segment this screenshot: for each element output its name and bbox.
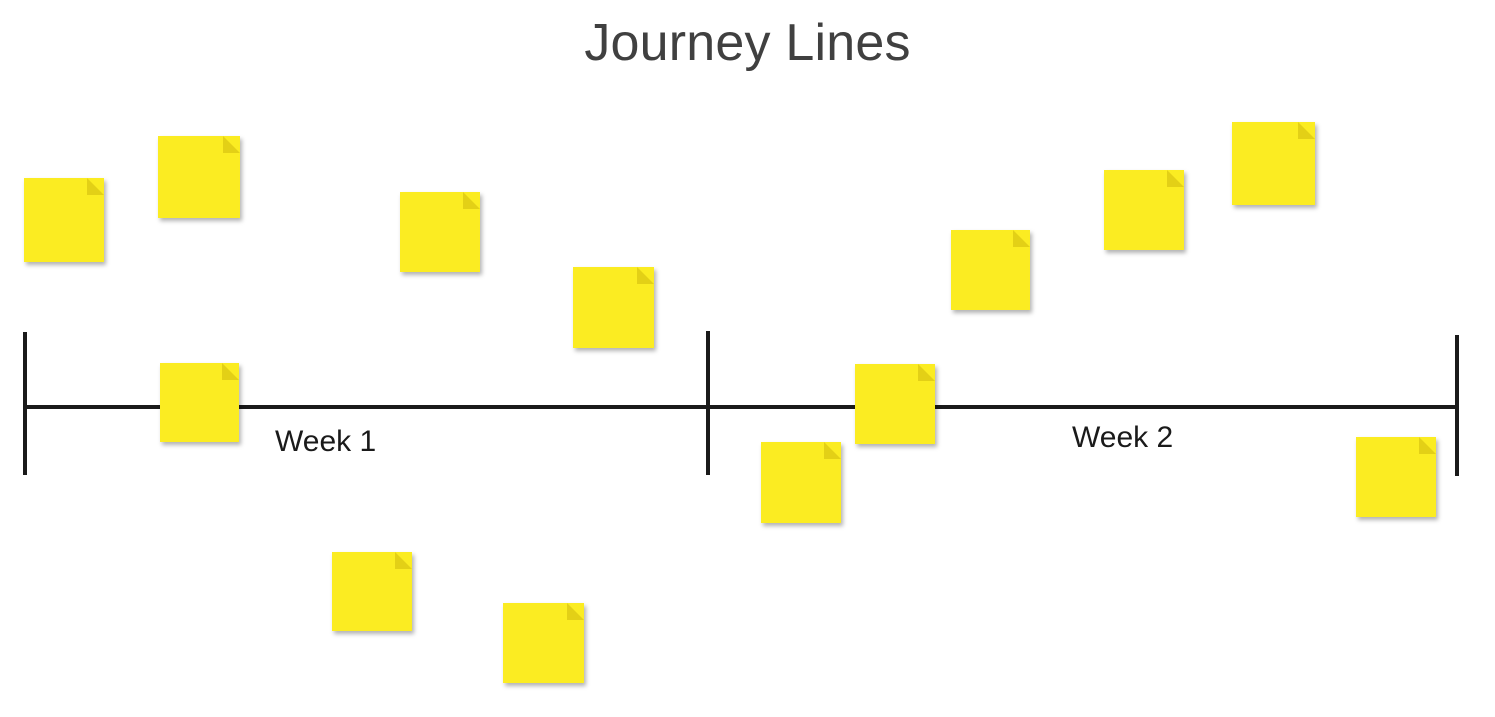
timeline-tick-divider (706, 331, 710, 475)
sticky-note[interactable] (951, 230, 1030, 310)
folded-corner-icon (918, 364, 935, 381)
sticky-note[interactable] (160, 363, 239, 442)
page-title: Journey Lines (584, 14, 911, 72)
folded-corner-icon (1013, 230, 1030, 247)
folded-corner-icon (463, 192, 480, 209)
sticky-note[interactable] (1104, 170, 1184, 250)
folded-corner-icon (1298, 122, 1315, 139)
sticky-note[interactable] (332, 552, 412, 631)
folded-corner-icon (395, 552, 412, 569)
sticky-note[interactable] (761, 442, 841, 523)
folded-corner-icon (223, 136, 240, 153)
folded-corner-icon (1167, 170, 1184, 187)
week-2-label: Week 2 (1072, 421, 1174, 454)
folded-corner-icon (222, 363, 239, 380)
sticky-note[interactable] (503, 603, 584, 683)
timeline-tick-start (23, 332, 27, 475)
folded-corner-icon (637, 267, 654, 284)
sticky-note[interactable] (158, 136, 240, 218)
folded-corner-icon (567, 603, 584, 620)
folded-corner-icon (824, 442, 841, 459)
timeline-axis-line (24, 405, 1458, 409)
timeline-tick-end (1455, 335, 1459, 476)
sticky-note[interactable] (1356, 437, 1436, 517)
week-1-label: Week 1 (275, 425, 377, 458)
sticky-note[interactable] (400, 192, 480, 272)
folded-corner-icon (1419, 437, 1436, 454)
sticky-note[interactable] (855, 364, 935, 444)
sticky-note[interactable] (1232, 122, 1315, 205)
sticky-note[interactable] (24, 178, 104, 262)
sticky-note[interactable] (573, 267, 654, 348)
folded-corner-icon (87, 178, 104, 195)
